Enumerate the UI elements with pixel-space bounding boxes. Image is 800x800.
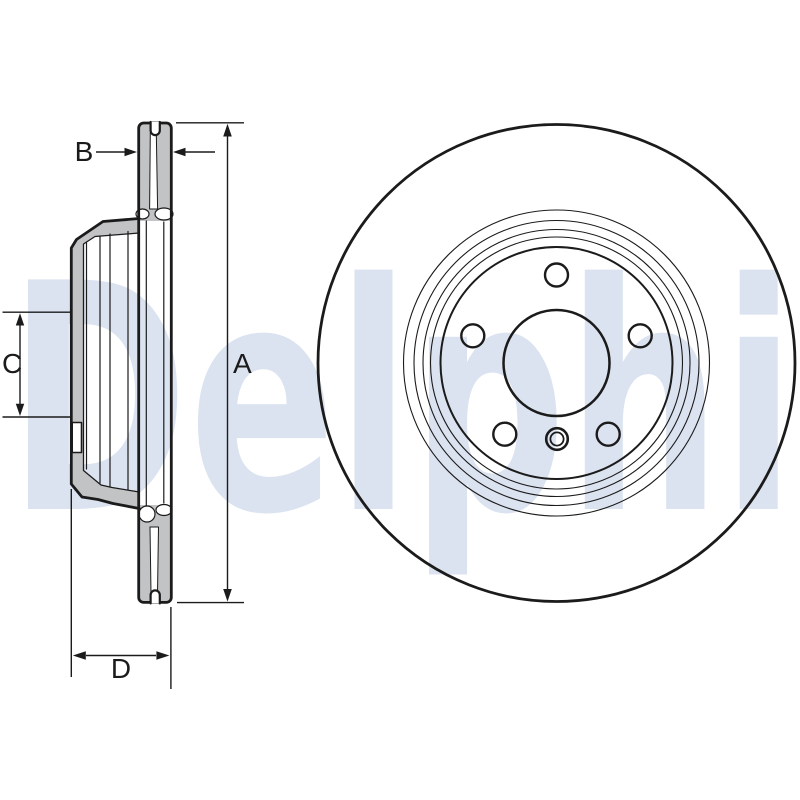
hub-ring-3 [422, 228, 691, 498]
locating-pin-hole-outer [544, 426, 570, 452]
hub-ring-1 [402, 209, 711, 517]
cross-section-view [69, 120, 174, 605]
bolt-hole-lower-left [492, 421, 518, 447]
dim-a-label: A [233, 348, 252, 379]
vent-channel-top [149, 132, 159, 210]
vent-slot-bottom [149, 589, 161, 605]
dim-b-label: B [75, 136, 94, 167]
dimension-d: D [70, 489, 172, 689]
bolt-hole-top [543, 262, 570, 288]
vent-slot-top [149, 120, 161, 137]
bolt-hole-lower-right [595, 421, 621, 447]
dim-d-label: D [111, 653, 131, 684]
watermark: Delphi [8, 218, 796, 584]
hub-ring-4 [429, 236, 684, 490]
watermark-text: Delphi [8, 218, 796, 584]
bolt-hole-upper-right [627, 323, 653, 349]
dim-c-arrowhead-top [15, 313, 25, 326]
dimension-c: C [2, 311, 71, 418]
dim-b-arrowhead-left [124, 147, 137, 157]
hub-ring-2 [413, 219, 700, 507]
hat-outer-contour [69, 217, 141, 510]
locating-pin-hole-inner [549, 431, 565, 447]
dim-d-arrowhead-right [156, 651, 170, 660]
dim-d-arrowhead-left [72, 651, 86, 660]
dim-a-arrowhead-top [223, 123, 232, 137]
hub-face-edge-circle [439, 246, 674, 480]
dim-c-arrowhead-bottom [15, 403, 25, 416]
center-bore-circle [502, 308, 611, 418]
dimension-b: B [75, 136, 215, 167]
hat-inner-contour [82, 232, 140, 493]
dim-b-arrowhead-right [173, 147, 186, 157]
bolt-hole-upper-left [460, 323, 486, 349]
hat-section-fill [71, 218, 140, 509]
vent-opening-top-right [154, 207, 174, 221]
front-view [316, 123, 797, 603]
mounting-notch [71, 421, 83, 454]
vent-opening-bottom-left [138, 505, 156, 523]
dim-a-arrowhead-bottom [223, 589, 232, 602]
disc-outer-circle [316, 123, 797, 603]
dim-c-label: C [2, 348, 22, 379]
vent-channel-bottom [149, 526, 159, 594]
dimension-a: A [176, 122, 252, 604]
vent-opening-bottom-right [155, 503, 173, 517]
